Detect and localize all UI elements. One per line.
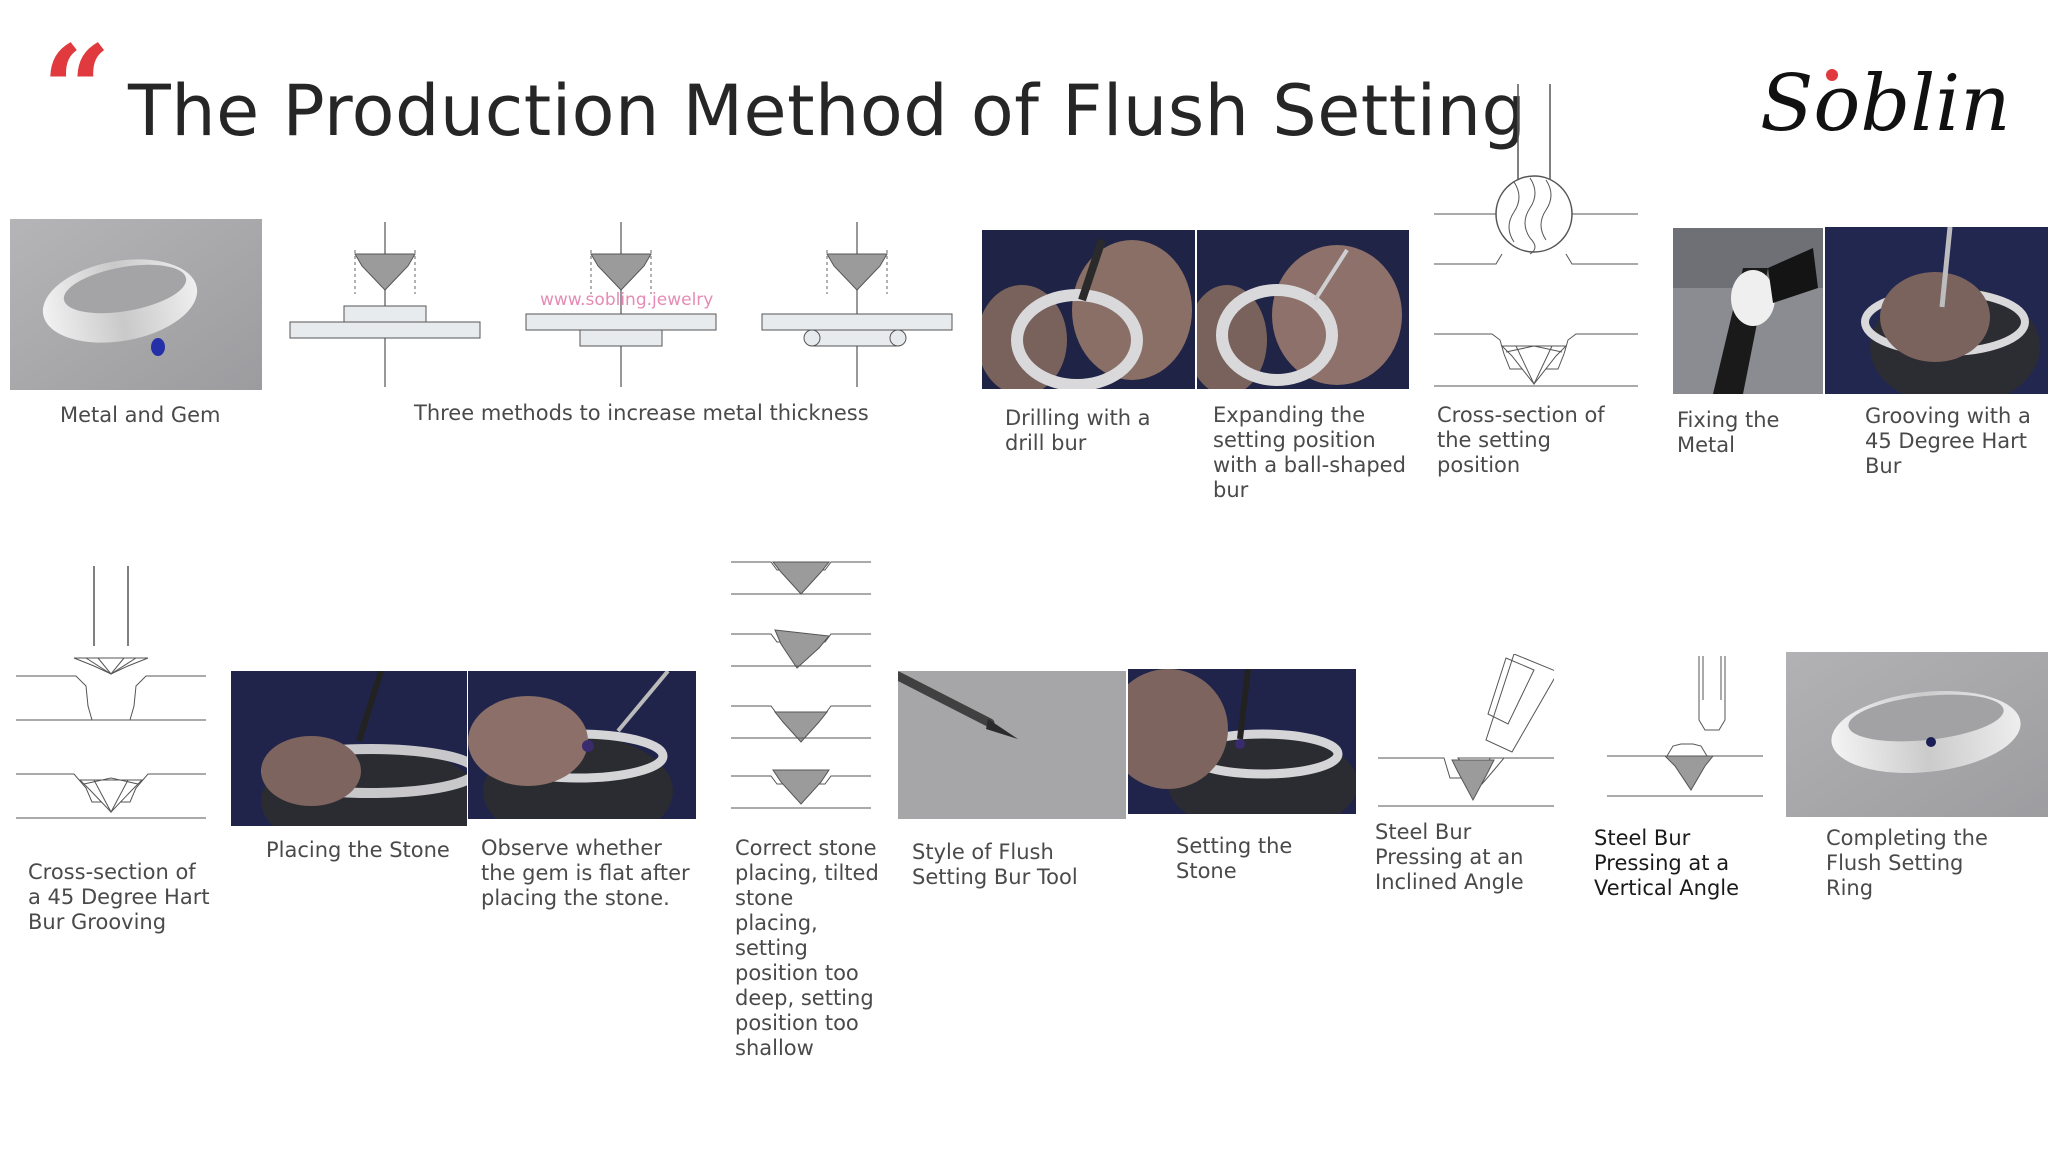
diagram-hart-bur-grooving [16,566,208,822]
photo-fixing-metal [1673,228,1823,394]
diagram-stone-placement-variants [731,558,871,816]
photo-metal-and-gem [10,219,262,390]
quote-mark: “ [42,19,112,160]
caption-fixing-metal: Fixing the Metal [1677,408,1780,457]
photo-drilling [982,230,1195,389]
caption-expanding: Expanding the setting position with a ba… [1213,403,1406,502]
watermark: www.sobling.jewelry [540,290,714,310]
caption-setting-stone: Setting the Stone [1176,834,1293,883]
diagram-cross-section-setting [1432,84,1642,390]
page-title: The Production Method of Flush Setting [128,70,1527,152]
photo-bur-tool [898,671,1126,819]
caption-inclined-pressing: Steel Bur Pressing at an Inclined Angle [1375,820,1524,894]
caption-three-methods: Three methods to increase metal thicknes… [414,401,869,425]
caption-vertical-pressing: Steel Bur Pressing at a Vertical Angle [1594,826,1740,900]
caption-grooving: Grooving with a 45 Degree Hart Bur [1865,404,2031,478]
sobling-logo: Sobling [1750,35,2048,155]
photo-grooving [1825,227,2048,394]
diagram-method-2 [524,222,720,387]
diagram-method-3 [760,222,956,387]
caption-metal-and-gem: Metal and Gem [60,403,221,427]
caption-stone-placement-variants: Correct stone placing, tilted stone plac… [735,836,879,1060]
svg-text:Sobling: Sobling [1760,59,2010,149]
diagram-method-1 [288,222,484,387]
caption-placing-stone: Placing the Stone [266,838,450,862]
diagram-vertical-pressing [1607,656,1763,802]
caption-hart-bur-grooving: Cross-section of a 45 Degree Hart Bur Gr… [28,860,210,934]
photo-expanding [1197,230,1409,389]
photo-completed-ring [1786,652,2048,817]
photo-setting-stone [1128,669,1356,814]
caption-bur-tool: Style of Flush Setting Bur Tool [912,840,1078,889]
photo-placing-stone [231,671,467,826]
caption-drilling: Drilling with a drill bur [1005,406,1151,455]
caption-completed-ring: Completing the Flush Setting Ring [1826,826,1988,900]
caption-observe-gem: Observe whether the gem is flat after pl… [481,836,690,910]
photo-observe-gem [468,671,696,819]
caption-cross-section-setting: Cross-section of the setting position [1437,403,1605,477]
diagram-inclined-pressing [1378,654,1554,810]
